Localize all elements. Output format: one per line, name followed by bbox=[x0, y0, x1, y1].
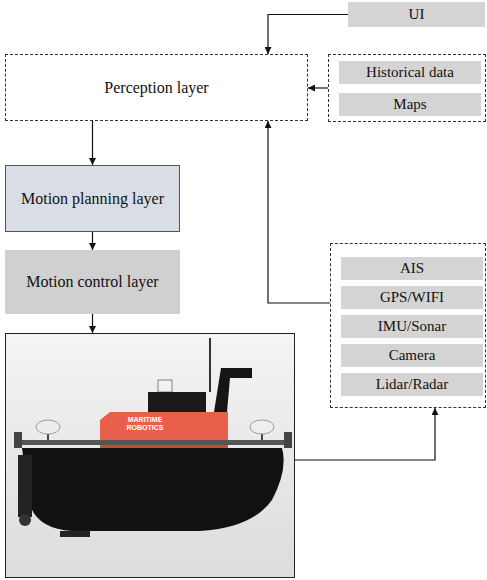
node-label: Motion planning layer bbox=[21, 190, 164, 208]
flow-arrow bbox=[92, 121, 93, 165]
sensor-box: IMU/Sonar bbox=[341, 315, 483, 338]
layer-box: Motion planning layer bbox=[5, 165, 180, 232]
node-label: Perception layer bbox=[104, 79, 208, 97]
node-label: Historical data bbox=[366, 64, 454, 81]
sensor-box: GPS/WIFI bbox=[341, 286, 483, 309]
layer-box: Perception layer bbox=[5, 54, 308, 121]
flow-arrow bbox=[268, 15, 348, 55]
photo-ground bbox=[5, 333, 295, 578]
sensor-group: AIS GPS/WIFI IMU/SonarCameraLidar/Radar bbox=[330, 243, 486, 408]
sensor-box: Maps bbox=[339, 93, 481, 116]
usv-photo: MARITIME ROBOTICS bbox=[5, 333, 295, 578]
node-label: Motion control layer bbox=[26, 273, 158, 291]
sensor-box: Camera bbox=[341, 344, 483, 367]
usv-boat bbox=[14, 338, 292, 537]
sensor-box: AIS bbox=[341, 257, 483, 280]
logo-text: MARITIME ROBOTICS bbox=[122, 416, 168, 432]
node-label: Maps bbox=[393, 96, 426, 113]
layer-box: Motion control layer bbox=[5, 250, 180, 314]
source-group: Historical dataMaps bbox=[328, 54, 486, 122]
node-label: Lidar/Radar bbox=[376, 376, 448, 393]
flow-arrow bbox=[92, 314, 93, 333]
flow-arrow bbox=[295, 408, 435, 460]
node-label: AIS bbox=[400, 260, 424, 277]
sensor-box: Historical data bbox=[339, 61, 481, 84]
sensor-box: Lidar/Radar bbox=[341, 373, 483, 396]
node-label: Camera bbox=[389, 347, 436, 364]
node-label: IMU/Sonar bbox=[378, 318, 446, 335]
flow-arrow bbox=[308, 87, 328, 88]
node-label: UI bbox=[409, 6, 425, 23]
flow-arrow bbox=[92, 232, 93, 250]
flow-arrow bbox=[268, 121, 330, 303]
input-box: UI bbox=[348, 2, 485, 27]
node-label: GPS/WIFI bbox=[380, 289, 444, 306]
